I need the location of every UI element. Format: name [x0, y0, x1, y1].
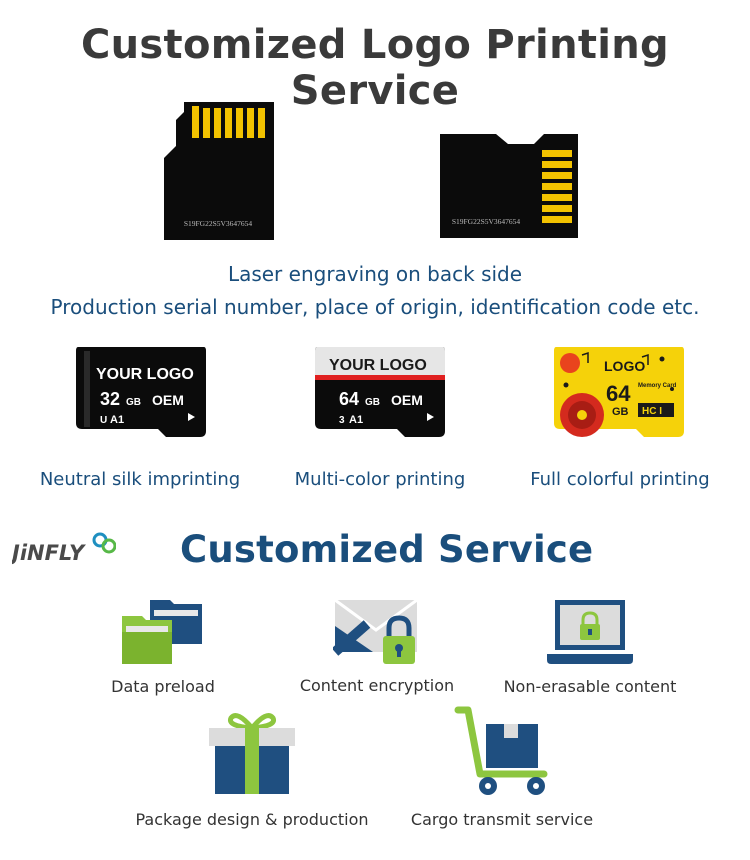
card-memory-text: Memory Card: [638, 383, 677, 389]
gift-box-icon: [209, 713, 295, 794]
card-capacity: 64: [339, 389, 359, 409]
page-title: Customized Logo Printing Service: [81, 22, 669, 114]
brand-logo-text: JiNFLY: [12, 541, 86, 565]
card-capacity: 64: [606, 381, 631, 406]
engraving-line-1: Laser engraving on back side: [227, 262, 523, 286]
card-badge: HC I: [642, 406, 662, 417]
card-back-left: S19FG22S5V3647654: [164, 102, 274, 240]
envelope-lock-icon: [333, 598, 418, 664]
play-arrow-icon: [188, 413, 195, 421]
service-content-encryption-label: Content encryption: [299, 676, 455, 695]
card-brand: OEM: [152, 392, 184, 408]
svg-text:U: U: [100, 415, 107, 426]
card-capacity: 32: [100, 389, 120, 409]
service-package-label: Package design & production: [135, 810, 369, 829]
laptop-lock-icon: [547, 600, 633, 664]
serial-number-left: S19FG22S5V3647654: [184, 219, 253, 228]
card-unit: GB: [612, 406, 629, 418]
service-title: Customized Service: [180, 528, 594, 571]
card-logo-text: YOUR LOGO: [96, 366, 194, 383]
brand-logo: JiNFLY: [12, 532, 116, 565]
caption-full-colorful: Full colorful printing: [530, 469, 710, 490]
card-multi-color: YOUR LOGO 64 GB OEM A1 3: [315, 347, 445, 437]
service-data-preload-label: Data preload: [111, 677, 215, 696]
card-logo-text: LOGO: [604, 358, 645, 374]
engraving-line-2: Production serial number, place of origi…: [50, 295, 700, 319]
card-unit: GB: [365, 397, 380, 408]
serial-number-right: S19FG22S5V3647654: [452, 217, 521, 226]
card-back-right: S19FG22S5V3647654: [440, 134, 578, 238]
card-neutral-silk: YOUR LOGO 32 GB OEM A1 U: [76, 347, 206, 437]
card-unit: GB: [126, 397, 141, 408]
card-full-colorful: LOGO 64 Memory Card GB HC I: [554, 347, 684, 437]
caption-multi-color: Multi-color printing: [294, 469, 466, 490]
card-class: A1: [349, 414, 363, 426]
play-arrow-icon: [427, 413, 434, 421]
card-class: A1: [110, 414, 124, 426]
hand-truck-icon: [454, 706, 548, 795]
folders-icon: [122, 600, 202, 664]
service-cargo-label: Cargo transmit service: [410, 810, 594, 829]
caption-neutral-silk: Neutral silk imprinting: [39, 469, 241, 490]
card-brand: OEM: [391, 392, 423, 408]
service-non-erasable-label: Non-erasable content: [503, 677, 677, 696]
card-logo-text: YOUR LOGO: [329, 357, 427, 374]
svg-text:3: 3: [339, 415, 345, 426]
